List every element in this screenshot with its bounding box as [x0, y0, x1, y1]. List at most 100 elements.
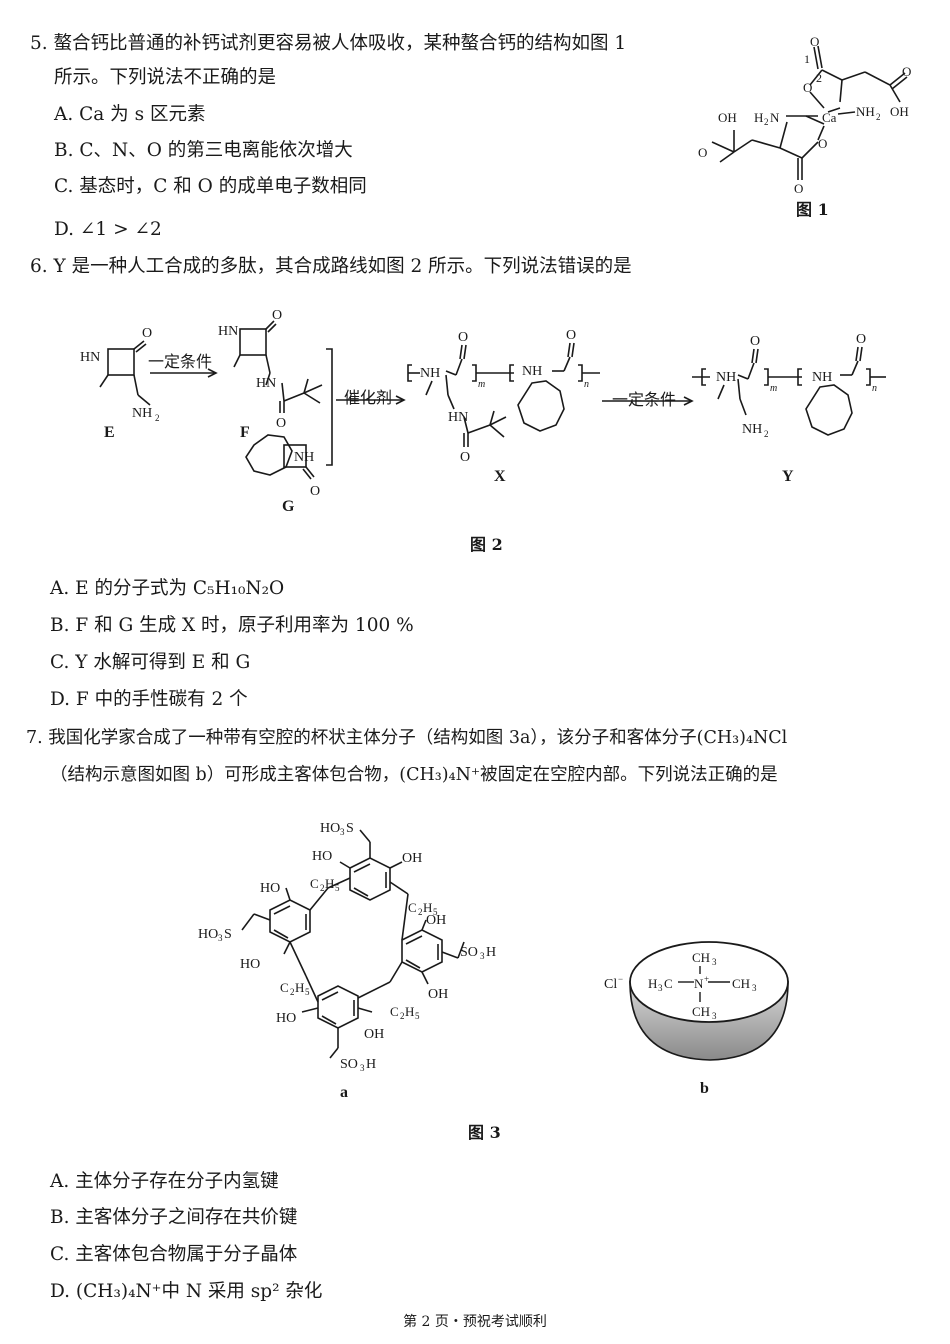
arrow-condition-1: 一定条件 [148, 354, 213, 371]
svg-text:5: 5 [305, 987, 310, 997]
svg-text:H: H [405, 1004, 414, 1019]
svg-text:OH: OH [718, 110, 737, 125]
svg-text:C: C [408, 900, 417, 915]
svg-text:2: 2 [764, 429, 769, 439]
svg-text:OH: OH [428, 987, 448, 1002]
svg-text:NH: NH [716, 370, 736, 385]
svg-text:2: 2 [764, 117, 769, 127]
svg-text:3: 3 [752, 983, 757, 993]
svg-text:H: H [295, 980, 304, 995]
svg-text:HN: HN [448, 410, 468, 425]
svg-text:Cl: Cl [604, 977, 617, 992]
svg-text:3: 3 [712, 957, 717, 967]
svg-text:HN: HN [256, 376, 276, 391]
compound-label-y: Y [782, 468, 794, 485]
svg-text:m: m [478, 379, 485, 390]
svg-text:CH: CH [732, 976, 750, 991]
svg-text:SO: SO [340, 1057, 358, 1072]
svg-text:O: O [803, 80, 812, 95]
svg-text:NH: NH [132, 406, 152, 421]
svg-text:NH: NH [742, 422, 762, 437]
svg-text:N: N [694, 976, 704, 991]
figure-1-structure: O 1 O 2 NH 2 O OH Ca H 2 N OH O O O [698, 34, 911, 196]
q5-stem-line2: 所示。下列说法不正确的是 [54, 67, 277, 88]
svg-text:HO: HO [260, 881, 280, 896]
svg-text:C: C [390, 1004, 399, 1019]
svg-text:NH: NH [812, 370, 832, 385]
q7-option-c: C. 主客体包合物属于分子晶体 [50, 1244, 298, 1265]
figure-2-caption: 图 2 [470, 535, 503, 554]
svg-text:m: m [770, 383, 777, 394]
svg-text:O: O [460, 450, 470, 465]
svg-text:5: 5 [335, 883, 340, 893]
svg-text:5: 5 [415, 1011, 420, 1021]
q7-option-d: D. (CH₃)₄N⁺中 N 采用 sp² 杂化 [50, 1281, 323, 1302]
q7-stem-line2: （结构示意图如图 b）可形成主客体包合物，(CH₃)₄N⁺被固定在空腔内部。下列… [50, 765, 778, 785]
q7-option-a: A. 主体分子存在分子内氢键 [50, 1171, 279, 1192]
svg-text:HN: HN [80, 350, 100, 365]
q6-option-a: A. E 的分子式为 C₅H₁₀N₂O [50, 578, 285, 599]
svg-text:H: H [486, 945, 496, 960]
svg-text:C: C [310, 876, 319, 891]
arrow-catalyst: 催化剂 [344, 390, 393, 407]
svg-text:O: O [272, 308, 282, 323]
svg-text:−: − [618, 974, 623, 984]
svg-text:H: H [325, 876, 334, 891]
svg-text:2: 2 [876, 112, 881, 122]
svg-text:HO: HO [312, 849, 332, 864]
svg-text:2: 2 [155, 413, 160, 423]
svg-text:HO: HO [240, 957, 260, 972]
q6-stem: 6. Y 是一种人工合成的多肽，其合成路线如图 2 所示。下列说法错误的是 [30, 256, 632, 277]
svg-text:S: S [346, 821, 354, 836]
svg-text:O: O [750, 334, 760, 349]
figure-1-caption: 图 1 [796, 200, 829, 219]
svg-text:O: O [902, 64, 911, 79]
svg-text:NH: NH [420, 366, 440, 381]
svg-text:2: 2 [418, 907, 423, 917]
svg-text:3: 3 [658, 983, 663, 993]
svg-text:OH: OH [402, 851, 422, 866]
svg-text:O: O [310, 484, 320, 499]
svg-text:SO: SO [460, 945, 478, 960]
page-footer: 第 2 页・预祝考试顺利 [403, 1314, 547, 1330]
svg-text:CH: CH [692, 1004, 710, 1019]
svg-text:OH: OH [426, 913, 446, 928]
svg-text:N: N [770, 110, 780, 125]
q5-option-a: A. Ca 为 s 区元素 [54, 104, 206, 125]
compound-label-g: G [282, 498, 295, 515]
figure-2-synthesis-route: HN O NH 2 HN O HN O NH O NH O m HN O NH … [80, 308, 886, 499]
figure-3a-label: a [340, 1084, 348, 1101]
svg-text:H: H [366, 1057, 376, 1072]
svg-text:3: 3 [218, 933, 223, 943]
svg-text:2: 2 [400, 1011, 405, 1021]
svg-text:H: H [423, 900, 432, 915]
svg-text:Ca: Ca [822, 110, 837, 125]
svg-text:2: 2 [320, 883, 325, 893]
svg-text:2: 2 [290, 987, 295, 997]
svg-text:O: O [794, 181, 803, 196]
svg-text:O: O [810, 34, 819, 49]
svg-text:OH: OH [890, 104, 909, 119]
compound-label-e: E [104, 424, 115, 441]
svg-text:HO: HO [198, 927, 218, 942]
svg-text:H: H [648, 976, 657, 991]
svg-text:1: 1 [804, 52, 810, 66]
svg-text:C: C [280, 980, 289, 995]
svg-text:O: O [276, 416, 286, 431]
svg-text:5: 5 [433, 907, 438, 917]
q5-option-b: B. C、N、O 的第三电离能依次增大 [54, 140, 353, 161]
q7-stem-line1: 7. 我国化学家合成了一种带有空腔的杯状主体分子（结构如图 3a），该分子和客体… [26, 728, 788, 748]
svg-text:O: O [142, 326, 152, 341]
svg-text:+: + [704, 974, 709, 984]
svg-text:NH: NH [294, 450, 314, 465]
svg-text:O: O [856, 332, 866, 347]
svg-text:3: 3 [340, 827, 345, 837]
svg-text:CH: CH [692, 950, 710, 965]
svg-text:S: S [224, 927, 232, 942]
q5-option-c: C. 基态时，C 和 O 的成单电子数相同 [54, 176, 367, 197]
svg-text:C: C [664, 976, 673, 991]
svg-text:HN: HN [218, 324, 238, 339]
q5-option-d: D. ∠1 > ∠2 [54, 219, 162, 240]
